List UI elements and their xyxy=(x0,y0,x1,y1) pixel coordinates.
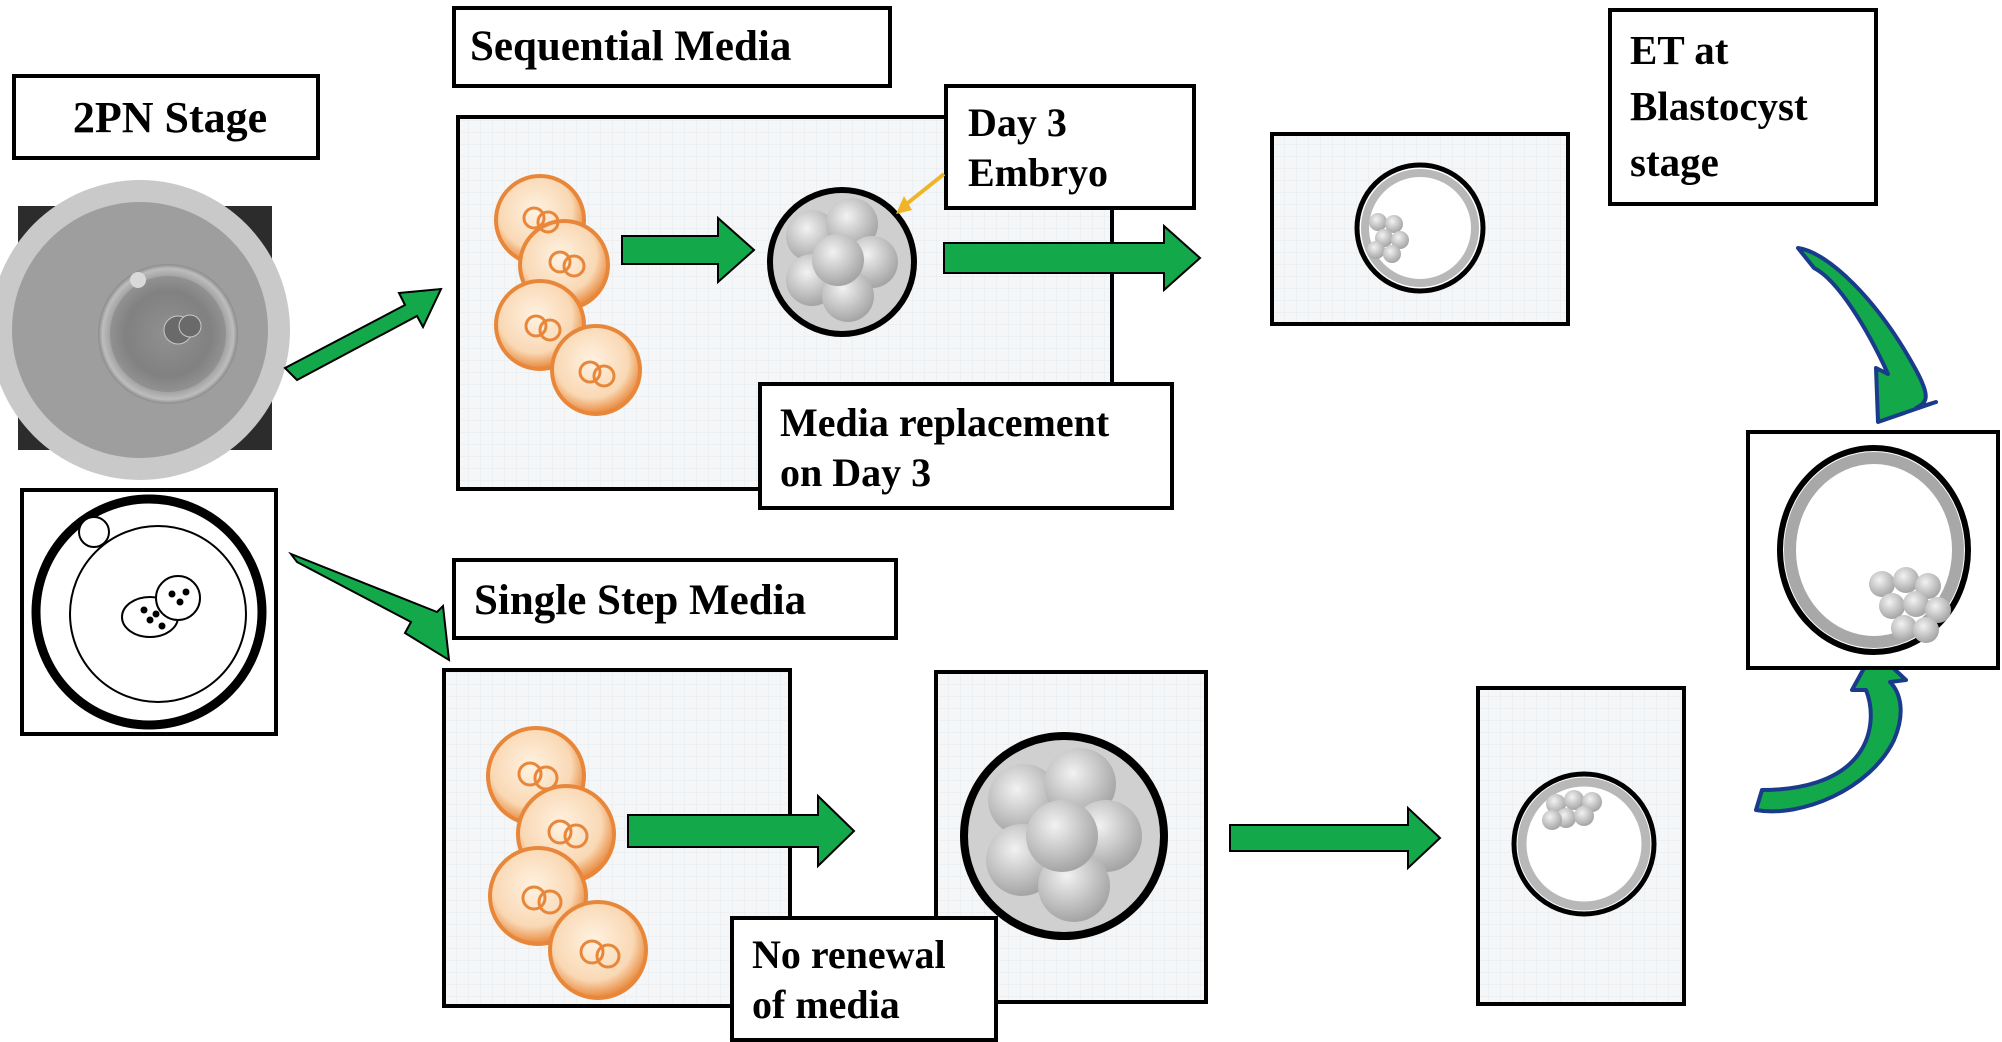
single-step-media-label-box: Single Step Media xyxy=(452,558,898,640)
et-label-line1: ET at xyxy=(1630,27,1729,73)
cleavage-embryo-cluster xyxy=(494,174,642,416)
day3-embryo xyxy=(767,187,917,337)
final-blastocyst-panel xyxy=(1746,430,2000,670)
et-label-line2: Blastocyst xyxy=(1630,83,1808,129)
no-renewal-label-line1: No renewal xyxy=(752,932,946,977)
media-replacement-label-line1: Media replacement xyxy=(780,400,1110,445)
arrow-to-single-step xyxy=(288,551,451,662)
curved-arrow-top xyxy=(1796,246,1938,424)
single-step-media-label: Single Step Media xyxy=(474,577,806,624)
arrow-cleavage-to-day3 xyxy=(621,215,756,285)
sequential-blastocyst-panel xyxy=(1270,132,1570,326)
curved-arrow-bottom xyxy=(1754,648,1908,814)
day3-embryo-label-box: Day 3 Embryo xyxy=(944,84,1196,210)
arrow-single-to-day3 xyxy=(627,793,856,869)
zygote-schematic xyxy=(20,488,278,736)
single-step-culture-panel xyxy=(442,668,856,1008)
oocyte-micrograph xyxy=(0,180,290,480)
arrow-day3-to-blastocyst xyxy=(943,223,1202,293)
single-step-blastocyst-panel xyxy=(1476,686,1686,1006)
media-replacement-label-box: Media replacement on Day 3 xyxy=(758,382,1174,510)
et-blastocyst-label-box: ET at Blastocyst stage xyxy=(1608,8,1878,206)
sequential-media-label-box: Sequential Media xyxy=(452,6,892,88)
no-renewal-label-line2: of media xyxy=(752,982,900,1027)
cleavage-embryo-cluster-single xyxy=(486,726,648,1000)
arrow-day3-to-blastocyst-single xyxy=(1229,805,1442,871)
pn-stage-label: 2PN Stage xyxy=(73,93,267,142)
day3-embryo-label-line1: Day 3 xyxy=(968,100,1067,145)
arrow-to-sequential xyxy=(283,287,443,382)
day3-pointer-arrow xyxy=(896,172,946,214)
et-label-line3: stage xyxy=(1630,139,1719,185)
no-renewal-label-box: No renewal of media xyxy=(730,916,998,1042)
day3-embryo-label-line2: Embryo xyxy=(968,150,1108,195)
sequential-media-label: Sequential Media xyxy=(470,23,791,70)
pn-stage-label-box: 2PN Stage xyxy=(12,74,320,160)
media-replacement-label-line2: on Day 3 xyxy=(780,450,931,495)
